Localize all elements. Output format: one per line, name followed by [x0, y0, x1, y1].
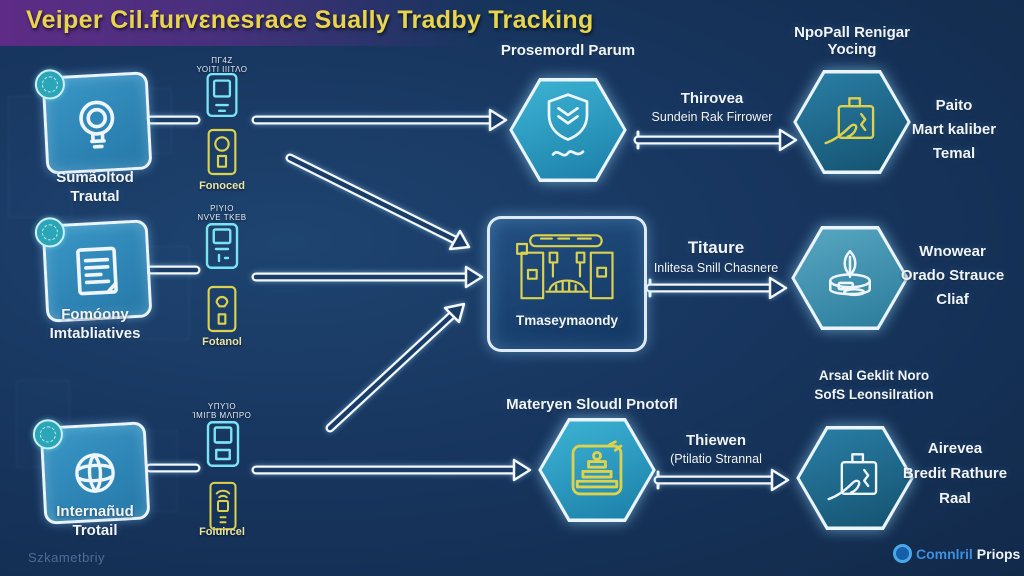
bottom-right-side-text: Airevea Bredit Rathure Raal [885, 436, 1024, 511]
bottom-hex-label: Materyen Sloudl Pnotofl [506, 396, 678, 413]
device-code-line: ΥΟΙΤΙ ΙΙΙΤΛΟ [196, 65, 248, 74]
tile-label-line: Fomóony [61, 306, 129, 323]
bottom-right-hex-node [795, 425, 915, 531]
center-box-label: Tmaseymaondy [515, 313, 619, 328]
device-cyan-icon [205, 223, 239, 269]
hex-fill [512, 81, 624, 179]
side-text-line: Raal [939, 490, 971, 507]
logo-text-white: Priops [976, 545, 1021, 562]
device-label-2: Fotanol [202, 336, 242, 348]
header-band [0, 0, 580, 46]
tile-label-line: Trautal [70, 188, 120, 205]
device-code-1: ΠΓ4Ζ ΥΟΙΤΙ ΙΙΙΤΛΟ [162, 56, 282, 74]
tile-label-line: Internañud [56, 503, 134, 520]
device-label-3: Foiuircel [199, 526, 245, 538]
device-code-3: ΥΠΥΊΟ ΊΜΙΓΒ ΜΛΠΡΟ [162, 402, 282, 420]
top-hex-label: Prosemordl Parum [500, 42, 636, 59]
mid-right-side-text: Wnowear Orado Strauce Cliaf [880, 240, 1024, 312]
connector-line: Inlitesa Snill Chasnere [653, 261, 779, 275]
side-text-line: Bredit Rathure [902, 465, 1008, 482]
device-code-line: ΝVVΕ ΤΚΕΒ [197, 213, 247, 222]
logo-icon [893, 544, 912, 563]
connector-line: Sundein Rak Firrower [651, 110, 773, 124]
center-process-box: Tmaseymaondy [487, 216, 647, 352]
bottom-right-hex-label: Arsal Geklit Noro SofS Leonsilration [790, 366, 958, 404]
arrow-connector-middle [645, 276, 788, 300]
device-label-1: Fonoced [199, 180, 245, 192]
hand-document-icon [824, 97, 875, 145]
page-title: Veiper Cil.furvεnesrace Sually Tradby Tr… [26, 6, 594, 34]
side-text-line: Airevea [927, 440, 983, 457]
device-code-line: ΥΠΥΊΟ [207, 402, 237, 411]
arrow-connector-top [633, 128, 798, 152]
source-tile-globe [32, 418, 151, 525]
connector-line: Titaure [687, 238, 745, 257]
arrow-row2 [251, 265, 484, 289]
source-tile-idea [34, 68, 153, 175]
connector-label-bottom: Thiewen (Ptilatio Strannal [628, 432, 804, 466]
hex-label-line: Arsal Geklit Noro [818, 368, 930, 383]
arrow-row3 [251, 458, 532, 482]
side-text-line: Temal [932, 145, 976, 162]
tile-label-line: Sumãoltod [56, 169, 134, 186]
arrow-connector-bottom [653, 468, 790, 492]
hex-label-line: SofS Leonsilration [814, 387, 934, 402]
arrow-diagonal-up [325, 302, 466, 433]
side-text-line: Orado Strauce [900, 267, 1005, 284]
device-yellow-icon [207, 128, 237, 176]
side-text-line: Mart kaliber [911, 121, 997, 138]
lightbulb-icon [79, 100, 115, 149]
device-code-line: ΡΙΥΙΟ [210, 204, 234, 213]
connector-line: (Ptilatio Strannal [670, 452, 762, 466]
device-code-line: ΊΜΙΓΒ ΜΛΠΡΟ [192, 411, 252, 420]
side-text-line: Wnowear [919, 243, 986, 260]
device-code-line: ΠΓ4Ζ [211, 56, 233, 65]
side-text-line: Cliaf [936, 291, 969, 308]
device-yellow-icon [209, 481, 237, 531]
top-right-hex-label: NpoPall Renigar Yocing [762, 24, 942, 58]
tile-label-line: Imtabliatives [49, 325, 141, 342]
connector-line: Thirovea [680, 90, 744, 107]
arrow-row1 [251, 108, 508, 132]
device-yellow-icon [207, 285, 237, 333]
top-right-hex-node [792, 69, 912, 175]
footer-left-text: Szkametbriy [28, 550, 106, 565]
hex-label-line: NpoPall Renigar [794, 24, 910, 41]
badge-icon [32, 418, 64, 451]
top-right-side-text: Paito Mart kaliber Temal [885, 94, 1023, 166]
device-cyan-icon [206, 421, 240, 467]
tile-label-1: Sumãoltod Trautal [35, 168, 155, 206]
hand-document-icon [827, 453, 878, 501]
logo-text-blue: Comnlril [916, 545, 973, 562]
tile-label-line: Trotail [72, 522, 118, 539]
device-code-2: ΡΙΥΙΟ ΝVVΕ ΤΚΕΒ [162, 204, 282, 222]
device-cyan-icon [206, 73, 238, 117]
connector-label-middle: Titaure Inlitesa Snill Chasnere [626, 238, 806, 275]
hex-label-line: Yocing [827, 41, 877, 58]
plant-dish-icon [829, 249, 871, 297]
machines-icon [516, 234, 614, 300]
stack-icon [571, 440, 623, 496]
badge-icon [34, 68, 66, 101]
side-text-line: Paito [935, 97, 973, 114]
badge-icon [34, 216, 66, 249]
connector-label-top: Thirovea Sundein Rak Firrower [622, 90, 802, 124]
bottom-hex-node [537, 417, 657, 523]
source-tile-document [34, 216, 153, 323]
tile-label-3: Internañud Trotail [35, 502, 155, 540]
mid-right-hex-node [790, 225, 910, 331]
globe-icon [75, 453, 115, 493]
shield-icon [547, 93, 589, 157]
tile-label-2: Fomóony Imtabliatives [35, 305, 155, 343]
arrow-diagonal-down [285, 153, 471, 251]
top-hex-node [508, 77, 628, 183]
document-icon [76, 246, 118, 296]
connector-line: Thiewen [685, 432, 746, 449]
